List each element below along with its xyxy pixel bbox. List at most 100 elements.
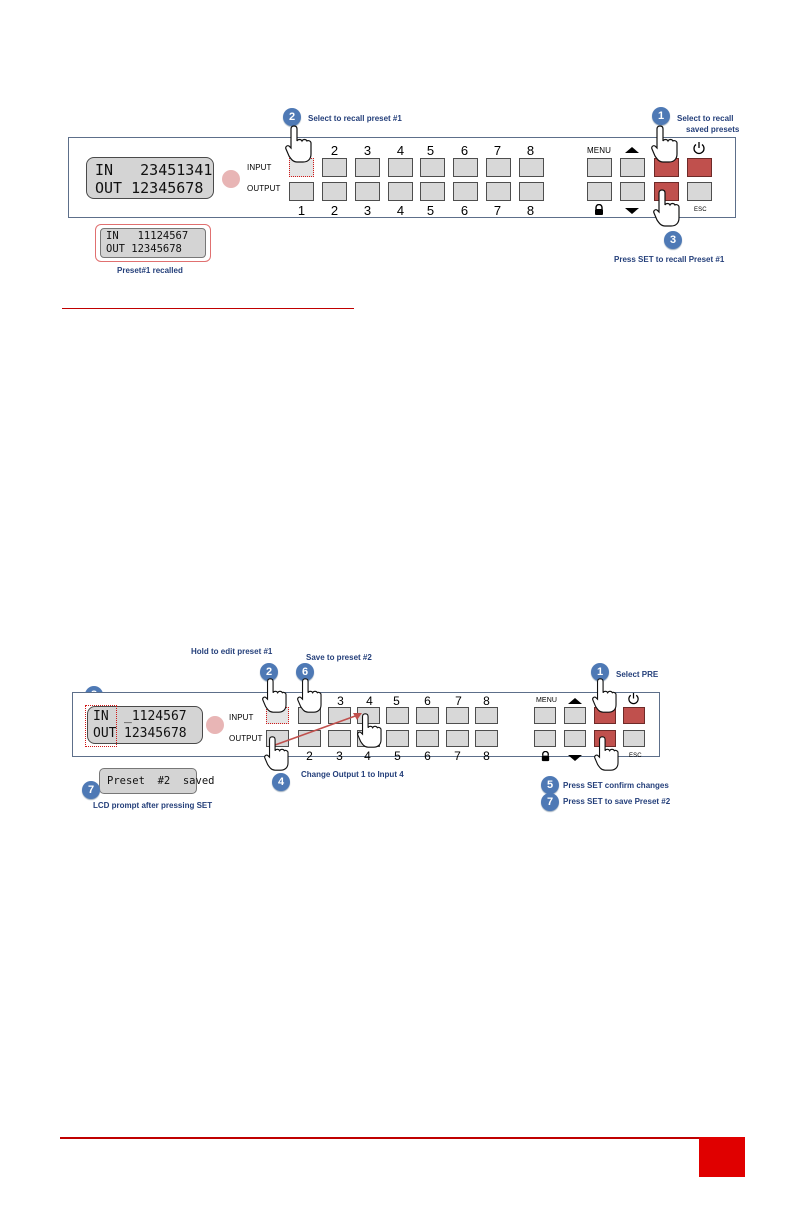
output-number-5: 5: [394, 749, 401, 763]
input-button-8[interactable]: [475, 707, 498, 724]
input-number-5: 5: [426, 143, 435, 158]
output-number-5: 5: [426, 203, 435, 218]
confirm-note: Press SET confirm changes: [563, 781, 669, 790]
footer-rule: [60, 1137, 745, 1139]
down-button[interactable]: [620, 182, 645, 201]
input-number-7: 7: [493, 143, 502, 158]
down-arrow-icon: [625, 208, 639, 214]
down-button[interactable]: [564, 730, 586, 747]
lock-icon: [541, 751, 550, 762]
up-arrow-icon: [568, 698, 582, 704]
output-number-7: 7: [493, 203, 502, 218]
esc-label: ESC: [694, 207, 707, 213]
input-number-6: 6: [424, 694, 431, 708]
lcd-in-label: IN: [93, 709, 109, 724]
menu-button[interactable]: [534, 707, 556, 724]
input-button-2[interactable]: [322, 158, 347, 177]
input-button-3[interactable]: [355, 158, 380, 177]
menu-button[interactable]: [587, 158, 612, 177]
input-button-5[interactable]: [420, 158, 445, 177]
power-icon: [693, 142, 705, 155]
select-pre-note: Select PRE: [616, 670, 659, 679]
menu-label: MENU: [536, 697, 558, 704]
preset-recalled-preview: IN 11124567 OUT 12345678: [95, 224, 211, 262]
input-number-7: 7: [455, 694, 462, 708]
down-arrow-icon: [568, 755, 582, 761]
pointing-hand-icon: [264, 736, 289, 771]
output-number-3: 3: [363, 203, 372, 218]
input-number-4: 4: [366, 694, 373, 708]
output-button-5[interactable]: [386, 730, 409, 747]
pointing-hand-icon: [594, 736, 619, 771]
lcd-display: IN 23451341 OUT 12345678: [86, 157, 214, 199]
preview-caption: Preset#1 recalled: [117, 266, 183, 275]
output-button-6[interactable]: [453, 182, 478, 201]
esc-label: ESC: [629, 753, 642, 759]
step-3-badge: 3: [664, 231, 682, 249]
output-button-6[interactable]: [416, 730, 439, 747]
input-number-3: 3: [363, 143, 372, 158]
input-button-4[interactable]: [388, 158, 413, 177]
input-button-7[interactable]: [486, 158, 511, 177]
output-number-6: 6: [460, 203, 469, 218]
output-button-2[interactable]: [322, 182, 347, 201]
change-note: Change Output 1 to Input 4: [301, 770, 404, 779]
input-number-6: 6: [460, 143, 469, 158]
output-label: OUTPUT: [247, 184, 281, 193]
lock-button[interactable]: [587, 182, 612, 201]
up-button[interactable]: [564, 707, 586, 724]
save2-note: Press SET to save Preset #2: [563, 797, 671, 806]
input-number-2: 2: [330, 143, 339, 158]
output-button-7[interactable]: [446, 730, 469, 747]
step-2-note: Select to recall preset #1: [308, 114, 402, 123]
output-button-3[interactable]: [355, 182, 380, 201]
preview-out-row: OUT 12345678: [106, 243, 182, 255]
lcd-out-row: OUT 12345678: [95, 179, 204, 197]
input-button-5[interactable]: [386, 707, 409, 724]
preset-saved-lcd: Preset #2 saved: [99, 768, 214, 794]
up-button[interactable]: [620, 158, 645, 177]
esc-button[interactable]: [687, 182, 712, 201]
pointing-hand-icon: [592, 678, 617, 713]
page-tab: [699, 1137, 745, 1177]
output-button-7[interactable]: [486, 182, 511, 201]
step-5-badge: 5: [541, 776, 559, 794]
menu-label: MENU: [587, 146, 611, 155]
up-arrow-icon: [625, 147, 639, 153]
input-button-7[interactable]: [446, 707, 469, 724]
preview-lcd: IN 11124567 OUT 12345678: [100, 228, 206, 258]
esc-button[interactable]: [623, 730, 645, 747]
input-label: INPUT: [247, 163, 272, 172]
output-number-8: 8: [526, 203, 535, 218]
step-2-badge: 2: [283, 108, 301, 126]
output-button-1[interactable]: [289, 182, 314, 201]
input-number-5: 5: [393, 694, 400, 708]
output-number-6: 6: [424, 749, 431, 763]
output-button-8[interactable]: [475, 730, 498, 747]
section-underline: [62, 308, 354, 309]
save-note: Save to preset #2: [306, 653, 372, 662]
input-number-3: 3: [337, 694, 344, 708]
lcd-in-row: IN 23451341: [95, 161, 213, 179]
input-button-8[interactable]: [519, 158, 544, 177]
step-6-badge: 6: [296, 663, 314, 681]
preview-in-row: IN 11124567: [106, 230, 189, 242]
output-button-4[interactable]: [388, 182, 413, 201]
output-button-5[interactable]: [420, 182, 445, 201]
step-1-badge: 1: [652, 107, 670, 125]
output-number-4: 4: [364, 749, 371, 763]
lcd-out-label: OUT: [93, 726, 117, 741]
output-button-8[interactable]: [519, 182, 544, 201]
input-button-6[interactable]: [416, 707, 439, 724]
output-button-3[interactable]: [328, 730, 351, 747]
power-button[interactable]: [623, 707, 645, 724]
power-button[interactable]: [687, 158, 712, 177]
output-number-2: 2: [306, 749, 313, 763]
lock-button[interactable]: [534, 730, 556, 747]
input-button-6[interactable]: [453, 158, 478, 177]
step-7-lcd-badge: 7: [82, 781, 100, 799]
lcd-in-value: _1124567: [124, 709, 187, 724]
status-led: [206, 716, 224, 734]
output-number-8: 8: [483, 749, 490, 763]
step-2-badge: 2: [260, 663, 278, 681]
